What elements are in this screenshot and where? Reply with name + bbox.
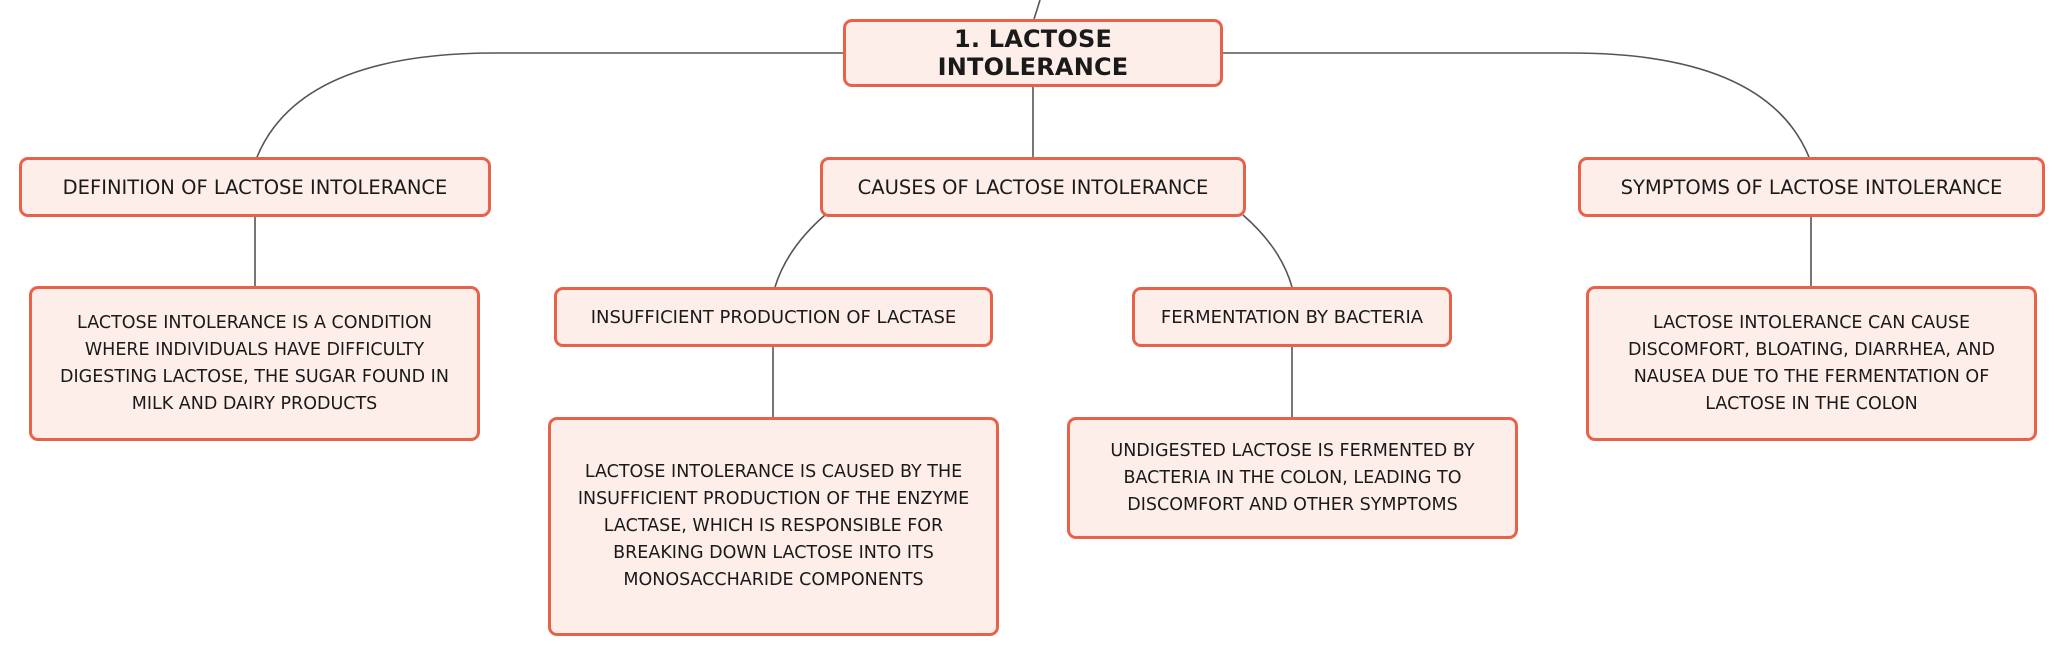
fermentation-detail-text: UNDIGESTED LACTOSE IS FERMENTED BY BACTE… [1110,440,1475,515]
definition-topic-label: DEFINITION OF LACTOSE INTOLERANCE [62,175,448,199]
causes-topic-node[interactable]: CAUSES OF LACTOSE INTOLERANCE [820,157,1246,217]
symptoms-topic-node[interactable]: SYMPTOMS OF LACTOSE INTOLERANCE [1578,157,2045,217]
connector-root-symptoms [1223,52,1810,158]
connector-causes-insufficient [774,214,826,288]
connector-causes-fermentation [1242,214,1293,288]
insufficient-lactase-label: INSUFFICIENT PRODUCTION OF LACTASE [590,306,957,328]
root-topic-node[interactable]: 1. LACTOSE INTOLERANCE [843,19,1223,87]
definition-detail-text: LACTOSE INTOLERANCE IS A CONDITION WHERE… [60,312,449,414]
definition-topic-node[interactable]: DEFINITION OF LACTOSE INTOLERANCE [19,157,491,217]
connector-parent-root [1033,0,1041,20]
insufficient-lactase-node[interactable]: INSUFFICIENT PRODUCTION OF LACTASE [554,287,993,347]
insufficient-lactase-detail-text: LACTOSE INTOLERANCE IS CAUSED BY THE INS… [577,462,970,590]
insufficient-lactase-detail-node[interactable]: LACTOSE INTOLERANCE IS CAUSED BY THE INS… [548,417,999,636]
fermentation-detail-node[interactable]: UNDIGESTED LACTOSE IS FERMENTED BY BACTE… [1067,417,1518,539]
fermentation-node[interactable]: FERMENTATION BY BACTERIA [1132,287,1452,347]
definition-detail-node[interactable]: LACTOSE INTOLERANCE IS A CONDITION WHERE… [29,286,480,441]
causes-topic-label: CAUSES OF LACTOSE INTOLERANCE [857,175,1209,199]
symptoms-detail-text: LACTOSE INTOLERANCE CAN CAUSE DISCOMFORT… [1628,312,1995,414]
connector-root-definition [256,52,843,158]
root-topic-label: 1. LACTOSE INTOLERANCE [937,25,1129,81]
symptoms-detail-node[interactable]: LACTOSE INTOLERANCE CAN CAUSE DISCOMFORT… [1586,286,2037,441]
symptoms-topic-label: SYMPTOMS OF LACTOSE INTOLERANCE [1620,175,2003,199]
fermentation-label: FERMENTATION BY BACTERIA [1160,306,1424,328]
